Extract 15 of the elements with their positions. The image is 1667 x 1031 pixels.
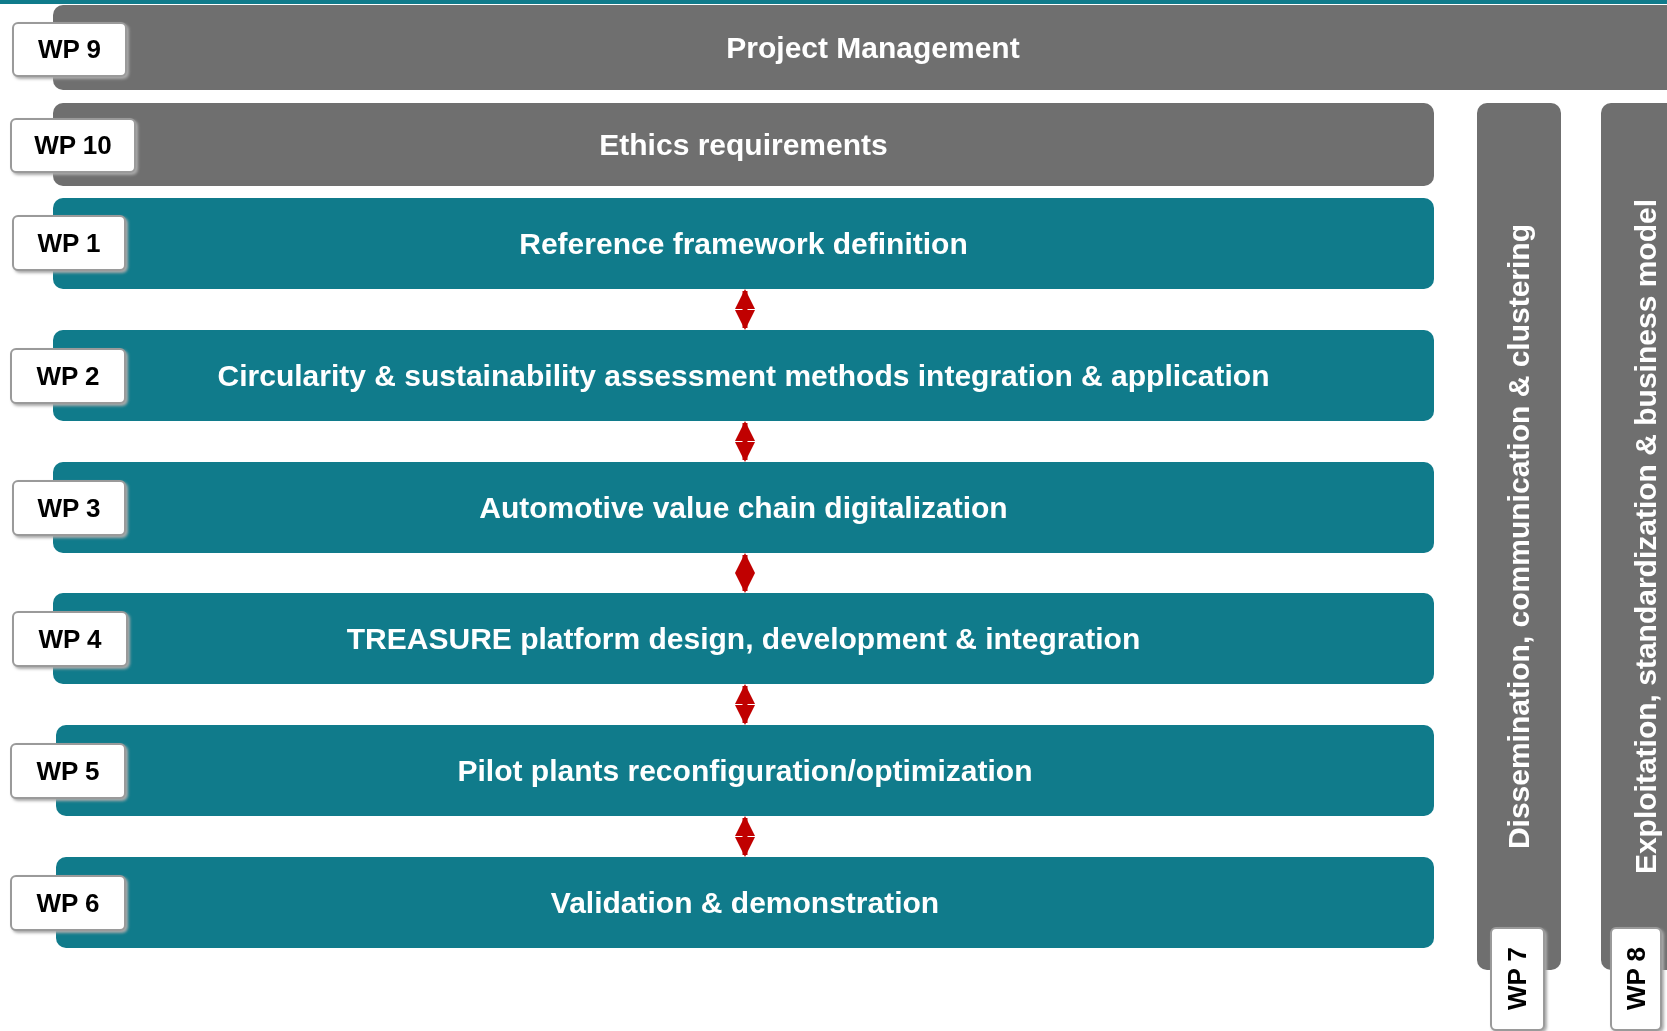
double-arrow (735, 553, 755, 593)
work-package-label: WP 5 (10, 743, 126, 799)
work-package-label: WP 4 (12, 611, 128, 667)
work-package-label: WP 1 (12, 215, 126, 271)
double-arrow (735, 421, 755, 462)
work-package-label: WP 3 (12, 480, 126, 536)
double-arrow (735, 289, 755, 330)
double-arrow (735, 816, 755, 857)
work-package-label: WP 6 (10, 875, 126, 931)
work-package-label: WP 8 (1610, 927, 1662, 1031)
work-package-label: WP 7 (1490, 927, 1545, 1031)
work-package-label: WP 9 (12, 22, 127, 77)
work-package-label: WP 10 (10, 118, 136, 173)
double-arrow (735, 684, 755, 725)
work-package-label: WP 2 (10, 348, 126, 404)
